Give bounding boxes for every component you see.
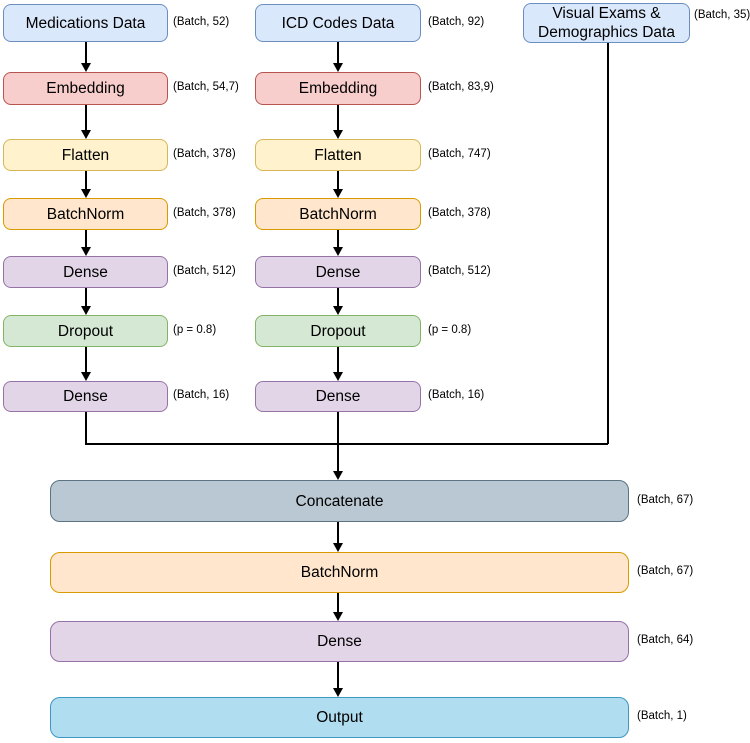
- node-medications-dense1: Dense: [3, 256, 168, 288]
- arrow-head-icon: [333, 471, 343, 480]
- arrow-line: [337, 347, 339, 373]
- node-medications-flatten: Flatten: [3, 139, 168, 171]
- node-icd-input: ICD Codes Data: [255, 4, 421, 42]
- arrow-line: [85, 171, 87, 190]
- shape-label-icd-dense2: (Batch, 16): [428, 389, 485, 401]
- connector-right-vertical: [607, 43, 609, 444]
- node-output: Output: [50, 697, 629, 738]
- shape-label-icd-dropout: (p = 0.8): [428, 324, 472, 336]
- arrow-line: [85, 230, 87, 248]
- arrow-line: [337, 522, 339, 543]
- node-icd-dropout: Dropout: [255, 315, 421, 347]
- node-icd-batchnorm: BatchNorm: [255, 198, 421, 230]
- node-icd-embedding: Embedding: [255, 72, 421, 105]
- shape-label-medications-flatten: (Batch, 378): [173, 148, 236, 160]
- connector-horizontal: [85, 443, 608, 445]
- node-icd-flatten: Flatten: [255, 139, 421, 171]
- arrow-line: [337, 288, 339, 307]
- shape-label-medications-embedding: (Batch, 54,7): [173, 81, 239, 93]
- node-medications-dense2: Dense: [3, 381, 168, 412]
- shape-label-medications-dense1: (Batch, 512): [173, 265, 236, 277]
- node-medications-embedding: Embedding: [3, 72, 168, 105]
- arrow-line: [337, 42, 339, 64]
- shape-label-merge-batchnorm: (Batch, 67): [637, 565, 694, 577]
- shape-label-concatenate: (Batch, 67): [637, 494, 694, 506]
- arrow-head-icon: [333, 63, 343, 72]
- arrow-head-icon: [81, 189, 91, 198]
- node-medications-dropout: Dropout: [3, 315, 168, 347]
- shape-label-merge-dense: (Batch, 64): [637, 634, 694, 646]
- arrow-head-icon: [333, 543, 343, 552]
- shape-label-medications-dropout: (p = 0.8): [173, 324, 217, 336]
- node-visual-input: Visual Exams & Demographics Data: [523, 3, 690, 43]
- shape-label-icd-dense1: (Batch, 512): [428, 265, 491, 277]
- node-merge-dense: Dense: [50, 621, 629, 662]
- arrow-head-icon: [81, 63, 91, 72]
- arrow-head-icon: [333, 612, 343, 621]
- shape-label-medications-input: (Batch, 52): [173, 16, 230, 28]
- arrow-head-icon: [333, 130, 343, 139]
- arrow-head-icon: [333, 372, 343, 381]
- arrow-line: [337, 230, 339, 248]
- node-icd-dense2: Dense: [255, 381, 421, 412]
- arrow-line: [85, 105, 87, 131]
- arrow-line: [85, 347, 87, 373]
- arrow-line: [337, 105, 339, 131]
- arrow-head-icon: [333, 306, 343, 315]
- shape-label-medications-dense2: (Batch, 16): [173, 389, 230, 401]
- arrow-head-icon: [81, 372, 91, 381]
- arrow-head-icon: [81, 306, 91, 315]
- arrow-head-icon: [333, 189, 343, 198]
- shape-label-icd-embedding: (Batch, 83,9): [428, 81, 494, 93]
- arrow-line: [337, 593, 339, 612]
- node-medications-input: Medications Data: [3, 4, 168, 42]
- arrow-line: [85, 288, 87, 307]
- connector-middle-vertical: [337, 412, 339, 471]
- arrow-line: [85, 42, 87, 64]
- node-icd-dense1: Dense: [255, 256, 421, 288]
- shape-label-icd-flatten: (Batch, 747): [428, 148, 491, 160]
- node-merge-batchnorm: BatchNorm: [50, 552, 629, 593]
- arrow-line: [337, 171, 339, 190]
- node-concatenate: Concatenate: [50, 480, 629, 522]
- connector-left-vertical: [85, 412, 87, 444]
- shape-label-icd-input: (Batch, 92): [428, 16, 485, 28]
- arrow-line: [337, 662, 339, 688]
- arrow-head-icon: [333, 688, 343, 697]
- shape-label-output: (Batch, 1): [637, 710, 687, 722]
- arrow-head-icon: [81, 247, 91, 256]
- arrow-head-icon: [81, 130, 91, 139]
- shape-label-visual-input: (Batch, 35): [694, 9, 750, 21]
- node-medications-batchnorm: BatchNorm: [3, 198, 168, 230]
- shape-label-medications-batchnorm: (Batch, 378): [173, 207, 236, 219]
- shape-label-icd-batchnorm: (Batch, 378): [428, 207, 491, 219]
- arrow-head-icon: [333, 247, 343, 256]
